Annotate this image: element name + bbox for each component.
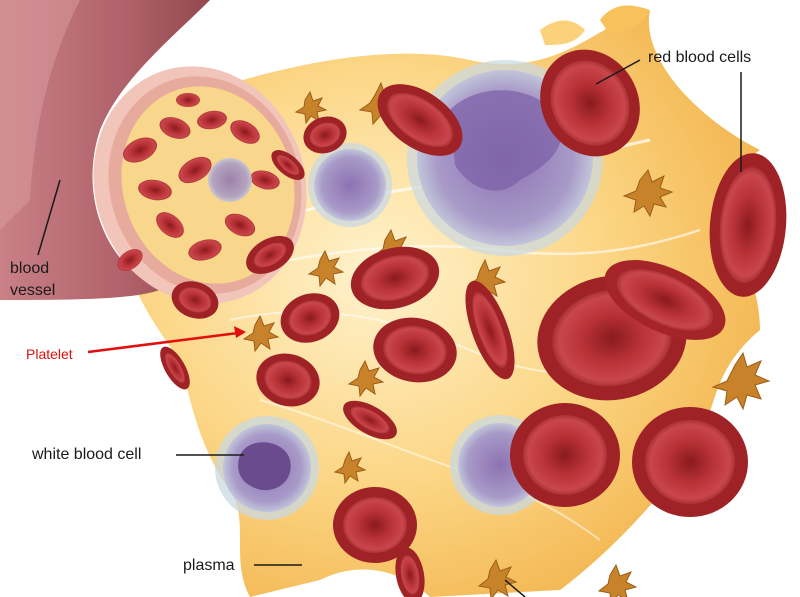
red-blood-cell <box>540 49 640 157</box>
label-plasma: plasma <box>183 557 235 574</box>
label-platelet: Platelet <box>26 346 73 362</box>
white-blood-cell-mid <box>308 143 392 227</box>
red-blood-cell <box>343 400 397 440</box>
vessel-red-cells <box>117 93 280 271</box>
red-blood-cell <box>160 346 190 390</box>
red-blood-cell <box>395 547 425 597</box>
label-white-blood-cell: white blood cell <box>32 446 142 463</box>
red-blood-cell <box>271 150 305 180</box>
leader-bottom <box>504 579 526 597</box>
platelet-pointer <box>87 326 246 354</box>
label-blood-vessel: blood vessel <box>10 260 56 299</box>
leader-red-blood-cells-1 <box>595 59 641 85</box>
red-blood-cell <box>377 84 463 156</box>
red-blood-cell <box>246 236 294 274</box>
white-blood-cell-labeled <box>215 416 319 520</box>
red-blood-cell <box>280 293 340 343</box>
label-red-blood-cells: red blood cells <box>648 49 752 66</box>
red-blood-cell <box>632 407 748 517</box>
red-blood-cell <box>709 153 787 297</box>
red-blood-cell <box>350 246 440 310</box>
leader-blood-vessel <box>37 179 61 256</box>
red-blood-cell <box>510 403 620 507</box>
red-blood-cell <box>604 260 726 340</box>
red-blood-cell <box>333 487 417 563</box>
red-blood-cell <box>171 281 219 319</box>
red-blood-cell <box>373 317 457 383</box>
red-blood-cells <box>160 49 787 597</box>
leader-lines <box>37 59 742 597</box>
red-blood-cell <box>465 280 515 380</box>
red-blood-cell <box>303 116 347 154</box>
red-blood-cell <box>256 353 320 407</box>
